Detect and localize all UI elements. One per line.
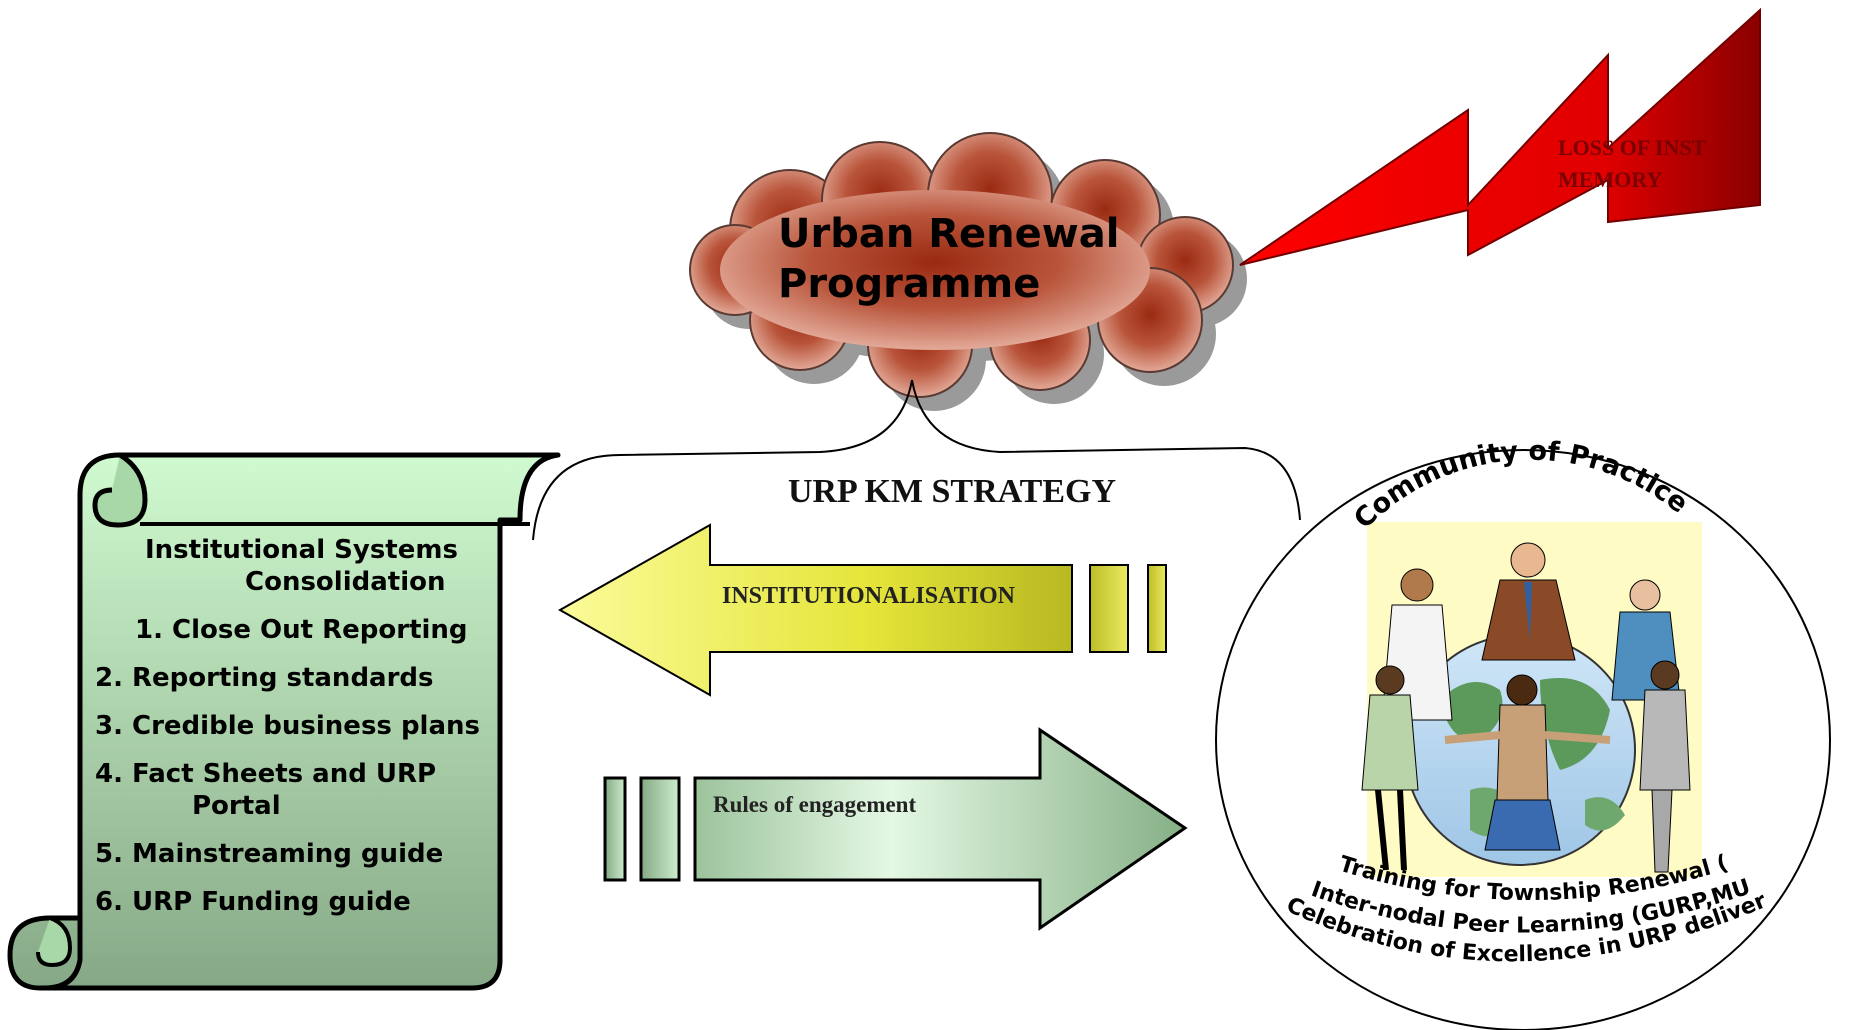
scroll-panel: Institutional Systems Consolidation 1. C… [7, 452, 561, 991]
scroll-heading-line1: Institutional Systems [145, 535, 458, 565]
scroll-item-6: 6. URP Funding guide [95, 887, 411, 917]
institutionalisation-label: INSTITUTIONALISATION [722, 583, 1016, 609]
cloud-title-line2: Programme [778, 261, 1040, 307]
institutionalisation-arrow: INSTITUTIONALISATION [557, 523, 1167, 697]
scroll-item-1: 1. Close Out Reporting [135, 615, 468, 645]
scroll-item-4: 4. Fact Sheets and URP [95, 759, 436, 789]
people-in-circle-icon [1361, 542, 1691, 873]
strategy-title: URP KM STRATEGY [788, 473, 1116, 510]
scroll-heading-line2: Consolidation [245, 567, 445, 597]
lightning-bolt: LOSS OF INST MEMORY [1239, 7, 1761, 266]
lightning-text-line2: MEMORY [1558, 167, 1662, 192]
lightning-text-line1: LOSS OF INST [1558, 135, 1707, 160]
svg-text:Institutional Systems Co: Institutional Systems Consolidation [145, 535, 467, 597]
scroll-item-4-cont: Portal [192, 791, 281, 821]
rules-of-engagement-arrow: Rules of engagement [603, 727, 1188, 931]
cloud-title-line1: Urban Renewal [778, 211, 1119, 257]
scroll-item-2: 2. Reporting standards [95, 663, 434, 693]
urban-renewal-cloud: Urban Renewal Programme [689, 132, 1247, 411]
scroll-item-3: 3. Credible business plans [95, 711, 480, 741]
svg-text:1. Close Out Reporting: 1. Close Out Reporting 2. Reporting stan… [95, 615, 489, 917]
scroll-item-5: 5. Mainstreaming guide [95, 839, 443, 869]
rules-label: Rules of engagement [713, 792, 916, 817]
strategy-brace [532, 379, 1301, 541]
